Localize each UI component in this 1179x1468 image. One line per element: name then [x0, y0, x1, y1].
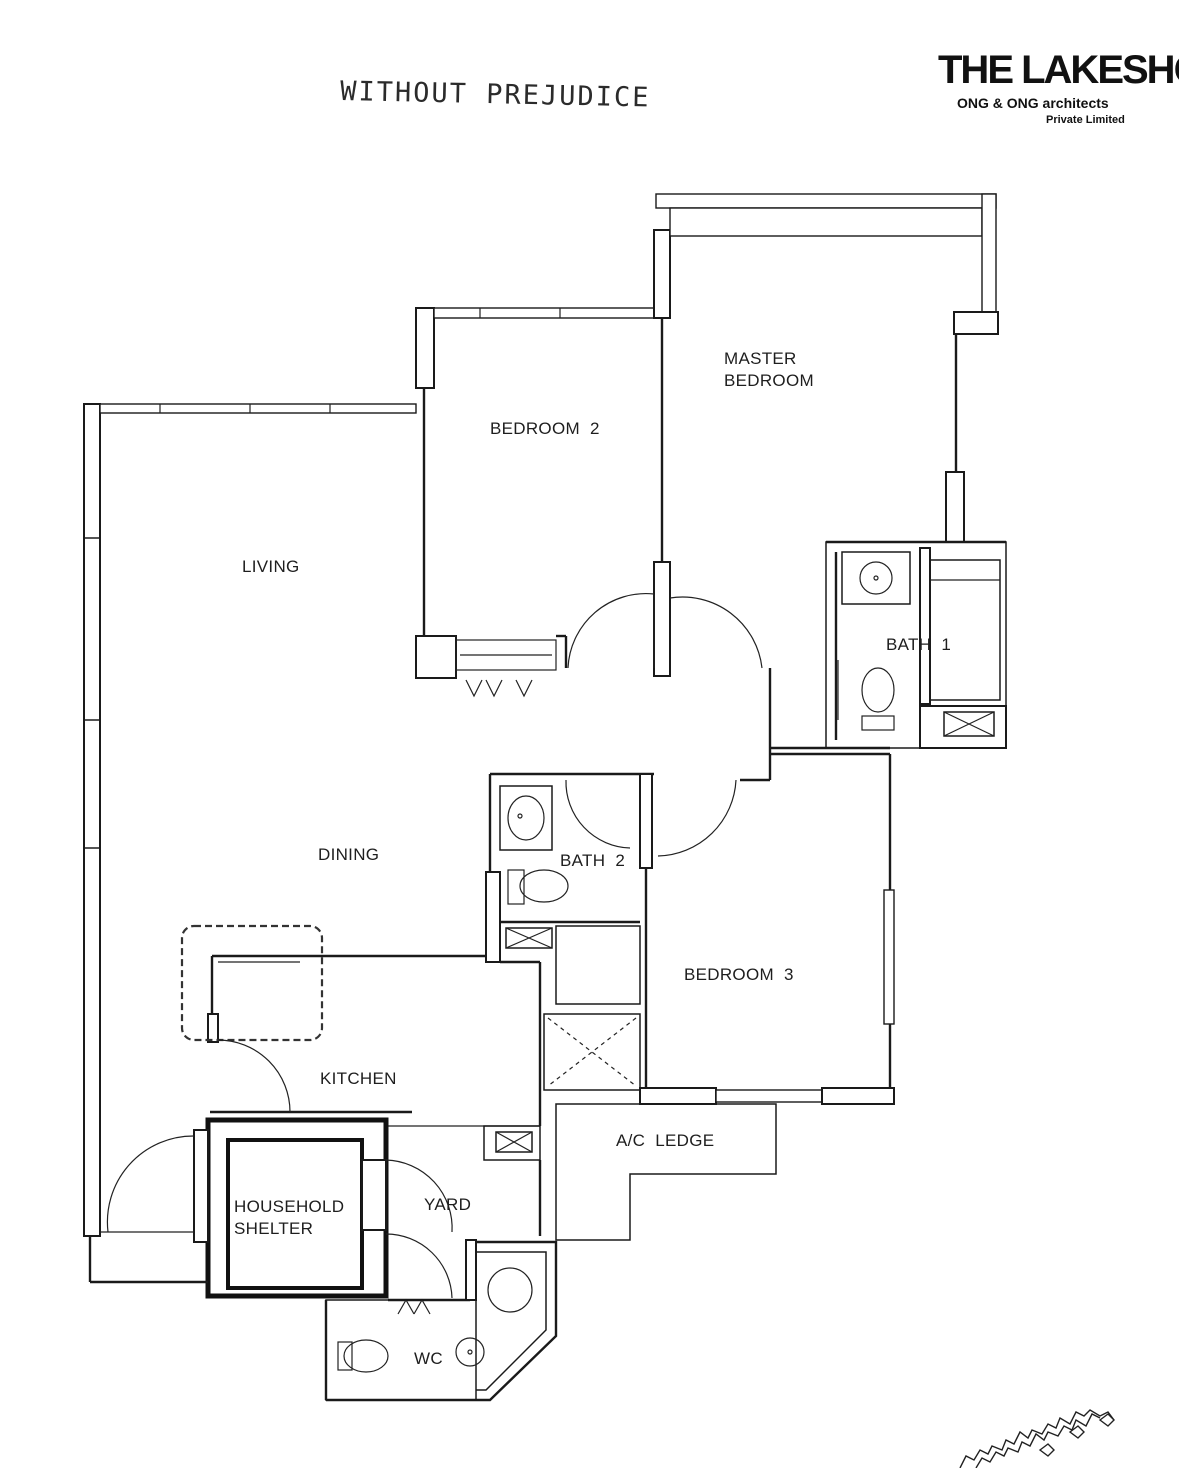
service-shaft-cross	[547, 1017, 637, 1087]
living-north-window	[99, 403, 417, 414]
wc-toilet-tank	[337, 1341, 353, 1371]
bath-2-floor-trap-cross	[505, 927, 553, 949]
bath-2-west-column	[485, 871, 501, 963]
bath-1-floor-trap-cross	[943, 711, 995, 737]
bath-1-toilet-bowl	[861, 667, 895, 713]
wc-outline	[325, 1299, 477, 1401]
master-bay-window-east	[981, 193, 997, 315]
shelter-door-column	[361, 1159, 387, 1231]
kitchen-label: KITCHEN	[320, 1069, 397, 1088]
wc-basin	[455, 1337, 485, 1367]
bath-2-east-column	[639, 773, 653, 869]
ac-ledge-outline	[555, 1103, 777, 1241]
ac-ledge-label: A/C LEDGE	[616, 1131, 714, 1150]
living-west-wall	[83, 403, 101, 1237]
kitchen-washer-slot	[483, 1125, 541, 1161]
wc-toilet-bowl	[343, 1339, 389, 1373]
architect-suffix: Private Limited	[1046, 114, 1125, 126]
wc-label: WC	[414, 1349, 443, 1368]
service-shaft	[543, 1013, 641, 1091]
master-east-column	[945, 471, 965, 543]
bath-2-label: BATH 2	[560, 851, 625, 870]
bedroom-2-master-divider	[653, 229, 671, 319]
kitchen-floor-trap	[495, 1131, 533, 1153]
project-name-logo: THE LAKESHORE	[938, 48, 1179, 92]
entrance-column	[193, 1129, 209, 1243]
bedroom-2-wardrobe	[455, 639, 557, 671]
bath-1-toilet-tank	[861, 715, 895, 731]
entrance-door-swing	[106, 1135, 195, 1233]
wardrobe-doors	[465, 679, 533, 698]
architect-name: ONG & ONG architects	[957, 95, 1109, 111]
kitchen-floor-trap-cross	[495, 1131, 533, 1153]
living-label: LIVING	[242, 557, 300, 576]
bath-2-basin-counter	[499, 785, 553, 851]
wc-angled-inner	[476, 1251, 547, 1391]
room-labels: LIVING DINING BEDROOM 2 MASTER BEDROOM B…	[234, 349, 951, 1368]
store-room	[555, 925, 641, 1005]
bath-2-drain	[517, 813, 523, 819]
bedroom-2-door-swing	[567, 592, 655, 669]
kitchen-column	[207, 1013, 219, 1043]
bath-1-shower-tray	[929, 559, 1001, 701]
household-shelter-label-line1: HOUSEHOLD	[234, 1197, 344, 1216]
master-bay-column	[953, 311, 999, 335]
bath-1-basin-counter	[841, 551, 911, 605]
dining-label: DINING	[318, 845, 379, 864]
bath-2-toilet-bowl	[519, 869, 569, 903]
bath-1-east-column	[919, 547, 931, 705]
master-bay-window-inner-north	[669, 207, 983, 237]
bedroom-3-label: BEDROOM 3	[684, 965, 794, 984]
bath-2-toilet-tank	[507, 869, 525, 905]
walls	[83, 193, 1007, 1402]
wc-partition-column	[465, 1239, 477, 1301]
bath-1-floor-trap	[943, 711, 995, 737]
bedroom-3-south-column	[821, 1087, 895, 1105]
bedroom-2-label: BEDROOM 2	[490, 419, 600, 438]
bedroom-2-door-column	[653, 561, 671, 677]
yard-door-swing	[385, 1159, 453, 1233]
kitchen-counter-dashed	[180, 924, 324, 1042]
without-prejudice-stamp: WITHOUT PREJUDICE	[340, 76, 651, 113]
bath-2-basin	[507, 795, 545, 841]
bedroom-3-south-window	[715, 1089, 823, 1103]
bath-1-outline	[825, 541, 1007, 749]
bedroom-2-wall-column	[415, 307, 435, 389]
door-swings	[100, 592, 763, 1299]
key-plan-icon	[959, 1409, 1115, 1468]
bath-2-door-swing	[565, 779, 631, 849]
bedroom-3-east-window	[883, 889, 895, 1025]
bath-2-floor-trap	[505, 927, 553, 949]
bath-1-label: BATH 1	[886, 635, 951, 654]
bedroom-2-north-window	[433, 307, 657, 319]
bedroom-2-wardrobe-column	[415, 635, 457, 679]
master-bedroom-label-line2: BEDROOM	[724, 371, 814, 390]
wc-basin-drain	[467, 1349, 473, 1355]
bedroom-3-door-swing	[657, 779, 737, 857]
master-door-swing	[669, 596, 763, 669]
shelter-door-swing	[385, 1233, 453, 1299]
yard-label: YARD	[424, 1195, 471, 1214]
bath-1-drain	[873, 575, 879, 581]
wc-angled-wall	[476, 1240, 558, 1402]
water-heater	[487, 1267, 533, 1313]
kitchen-door-swing	[217, 1039, 291, 1113]
master-bay-window-north	[655, 193, 997, 209]
bath-1-basin	[859, 561, 893, 595]
yard-sliding-doors	[397, 1298, 431, 1315]
bedroom-3-south-column	[639, 1087, 717, 1105]
household-shelter-label-line2: SHELTER	[234, 1219, 313, 1238]
master-bedroom-label-line1: MASTER	[724, 349, 797, 368]
